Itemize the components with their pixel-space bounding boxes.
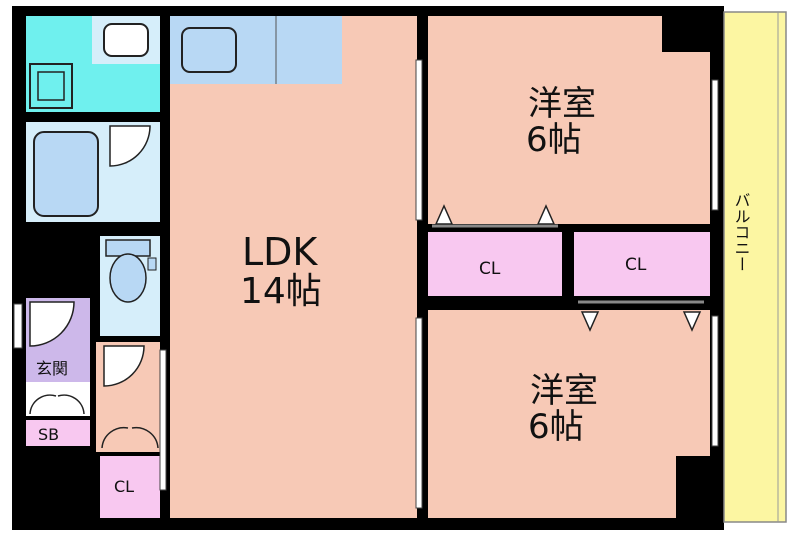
western-room-1-size: 6帖: [526, 120, 582, 160]
closet-3: [100, 456, 160, 518]
closet-1-label: CL: [479, 259, 501, 279]
ldk-size: 14帖: [240, 271, 322, 312]
partition-upper: [415, 59, 423, 221]
window-right-upper: [711, 79, 719, 211]
washing-machine-icon: [29, 63, 73, 109]
closet-2-label: CL: [625, 255, 647, 275]
hall-door-swing: [103, 345, 145, 387]
balcony-label: バルコニー: [732, 192, 751, 272]
door-marker: [580, 311, 600, 332]
door-marker: [682, 311, 702, 332]
ldk-room: [170, 16, 417, 518]
closet-1: [428, 232, 562, 296]
pillar-top-right: [662, 16, 716, 52]
partition-lower: [415, 317, 423, 509]
western-room-2-size: 6帖: [528, 407, 584, 447]
window-right-lower: [711, 315, 719, 447]
western-room-2: [428, 310, 710, 518]
sink-icon: [181, 27, 237, 73]
toilet-paper-icon: [147, 257, 157, 271]
bathroom-door-swing: [109, 125, 151, 167]
western-room-1-label: 洋室: [528, 84, 596, 124]
shoe-box-label: SB: [38, 425, 59, 444]
closet-3-label: CL: [114, 477, 134, 496]
pillar-bottom-right: [676, 456, 716, 518]
entrance-door-swing: [29, 301, 75, 347]
bathtub-icon: [33, 131, 99, 217]
shoe-box: [26, 420, 90, 446]
washing-machine-inner: [37, 71, 65, 101]
door-marker: [434, 204, 454, 225]
closet-3-door: [101, 426, 159, 449]
door-marker: [536, 204, 556, 225]
entrance-door: [13, 303, 23, 349]
entrance-step: [26, 382, 90, 416]
ldk-side-partition: [159, 349, 167, 491]
closet-2: [574, 232, 710, 296]
toilet-bowl-icon: [109, 253, 147, 303]
balcony: [723, 11, 787, 523]
western-room-2-label: 洋室: [530, 371, 598, 411]
washbasin-icon: [103, 23, 149, 57]
entrance-label: 玄関: [36, 359, 68, 378]
ldk-label: LDK: [242, 230, 318, 274]
shoe-box-door: [29, 394, 85, 415]
